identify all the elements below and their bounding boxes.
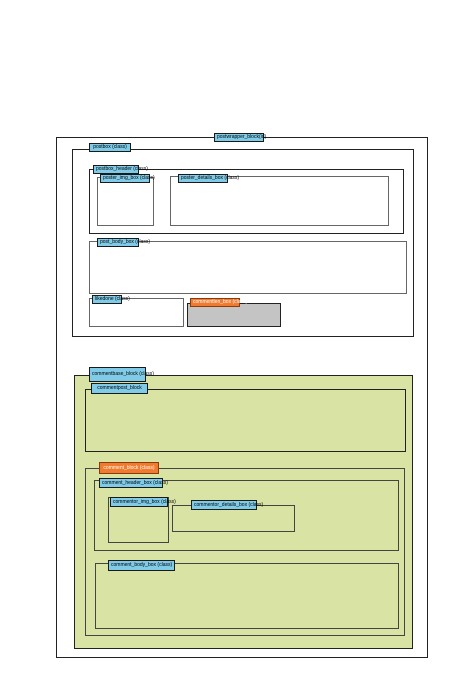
commentbase-block [74,375,413,649]
comment-body-label: comment_body_box (class) [108,560,175,571]
commentpost-label: commentpost_block [91,383,148,394]
comment-body-box [95,563,399,629]
likedone-label: likedone (class) [92,295,130,304]
comment-block-label: comment_block (class) [99,462,159,474]
commentor-details-label: commentor_details_box (class) [191,500,263,510]
poster-img-box [97,177,154,226]
commentlen-box [187,303,281,327]
poster-img-label: poster_img_box (class) [100,174,155,183]
postbox-label: postbox (class) [89,143,131,152]
likedone-box [89,298,184,327]
comment-header-label: comment_header_box (class) [99,478,168,488]
commentbase-label: commentbase_block (class) [89,367,154,382]
postbox-header [89,169,404,234]
poster-details-label: poster_details_box (class) [178,174,239,183]
commentor-img-label: commentor_img_box (class) [110,497,176,507]
comment-header-box [94,480,399,551]
poster-details-box [170,176,389,226]
commentpost-block [85,389,406,452]
postbox [72,149,414,337]
commentlen-label: commentlen_box (class) [190,298,247,307]
comment-block [85,468,405,636]
post-body-label: post_body_box (class) [97,238,150,247]
post-body-box [89,241,407,294]
postwrapper-label: postwrapper_block(id) [214,133,266,142]
postbox-header-label: postbox_header (class) [93,165,148,174]
